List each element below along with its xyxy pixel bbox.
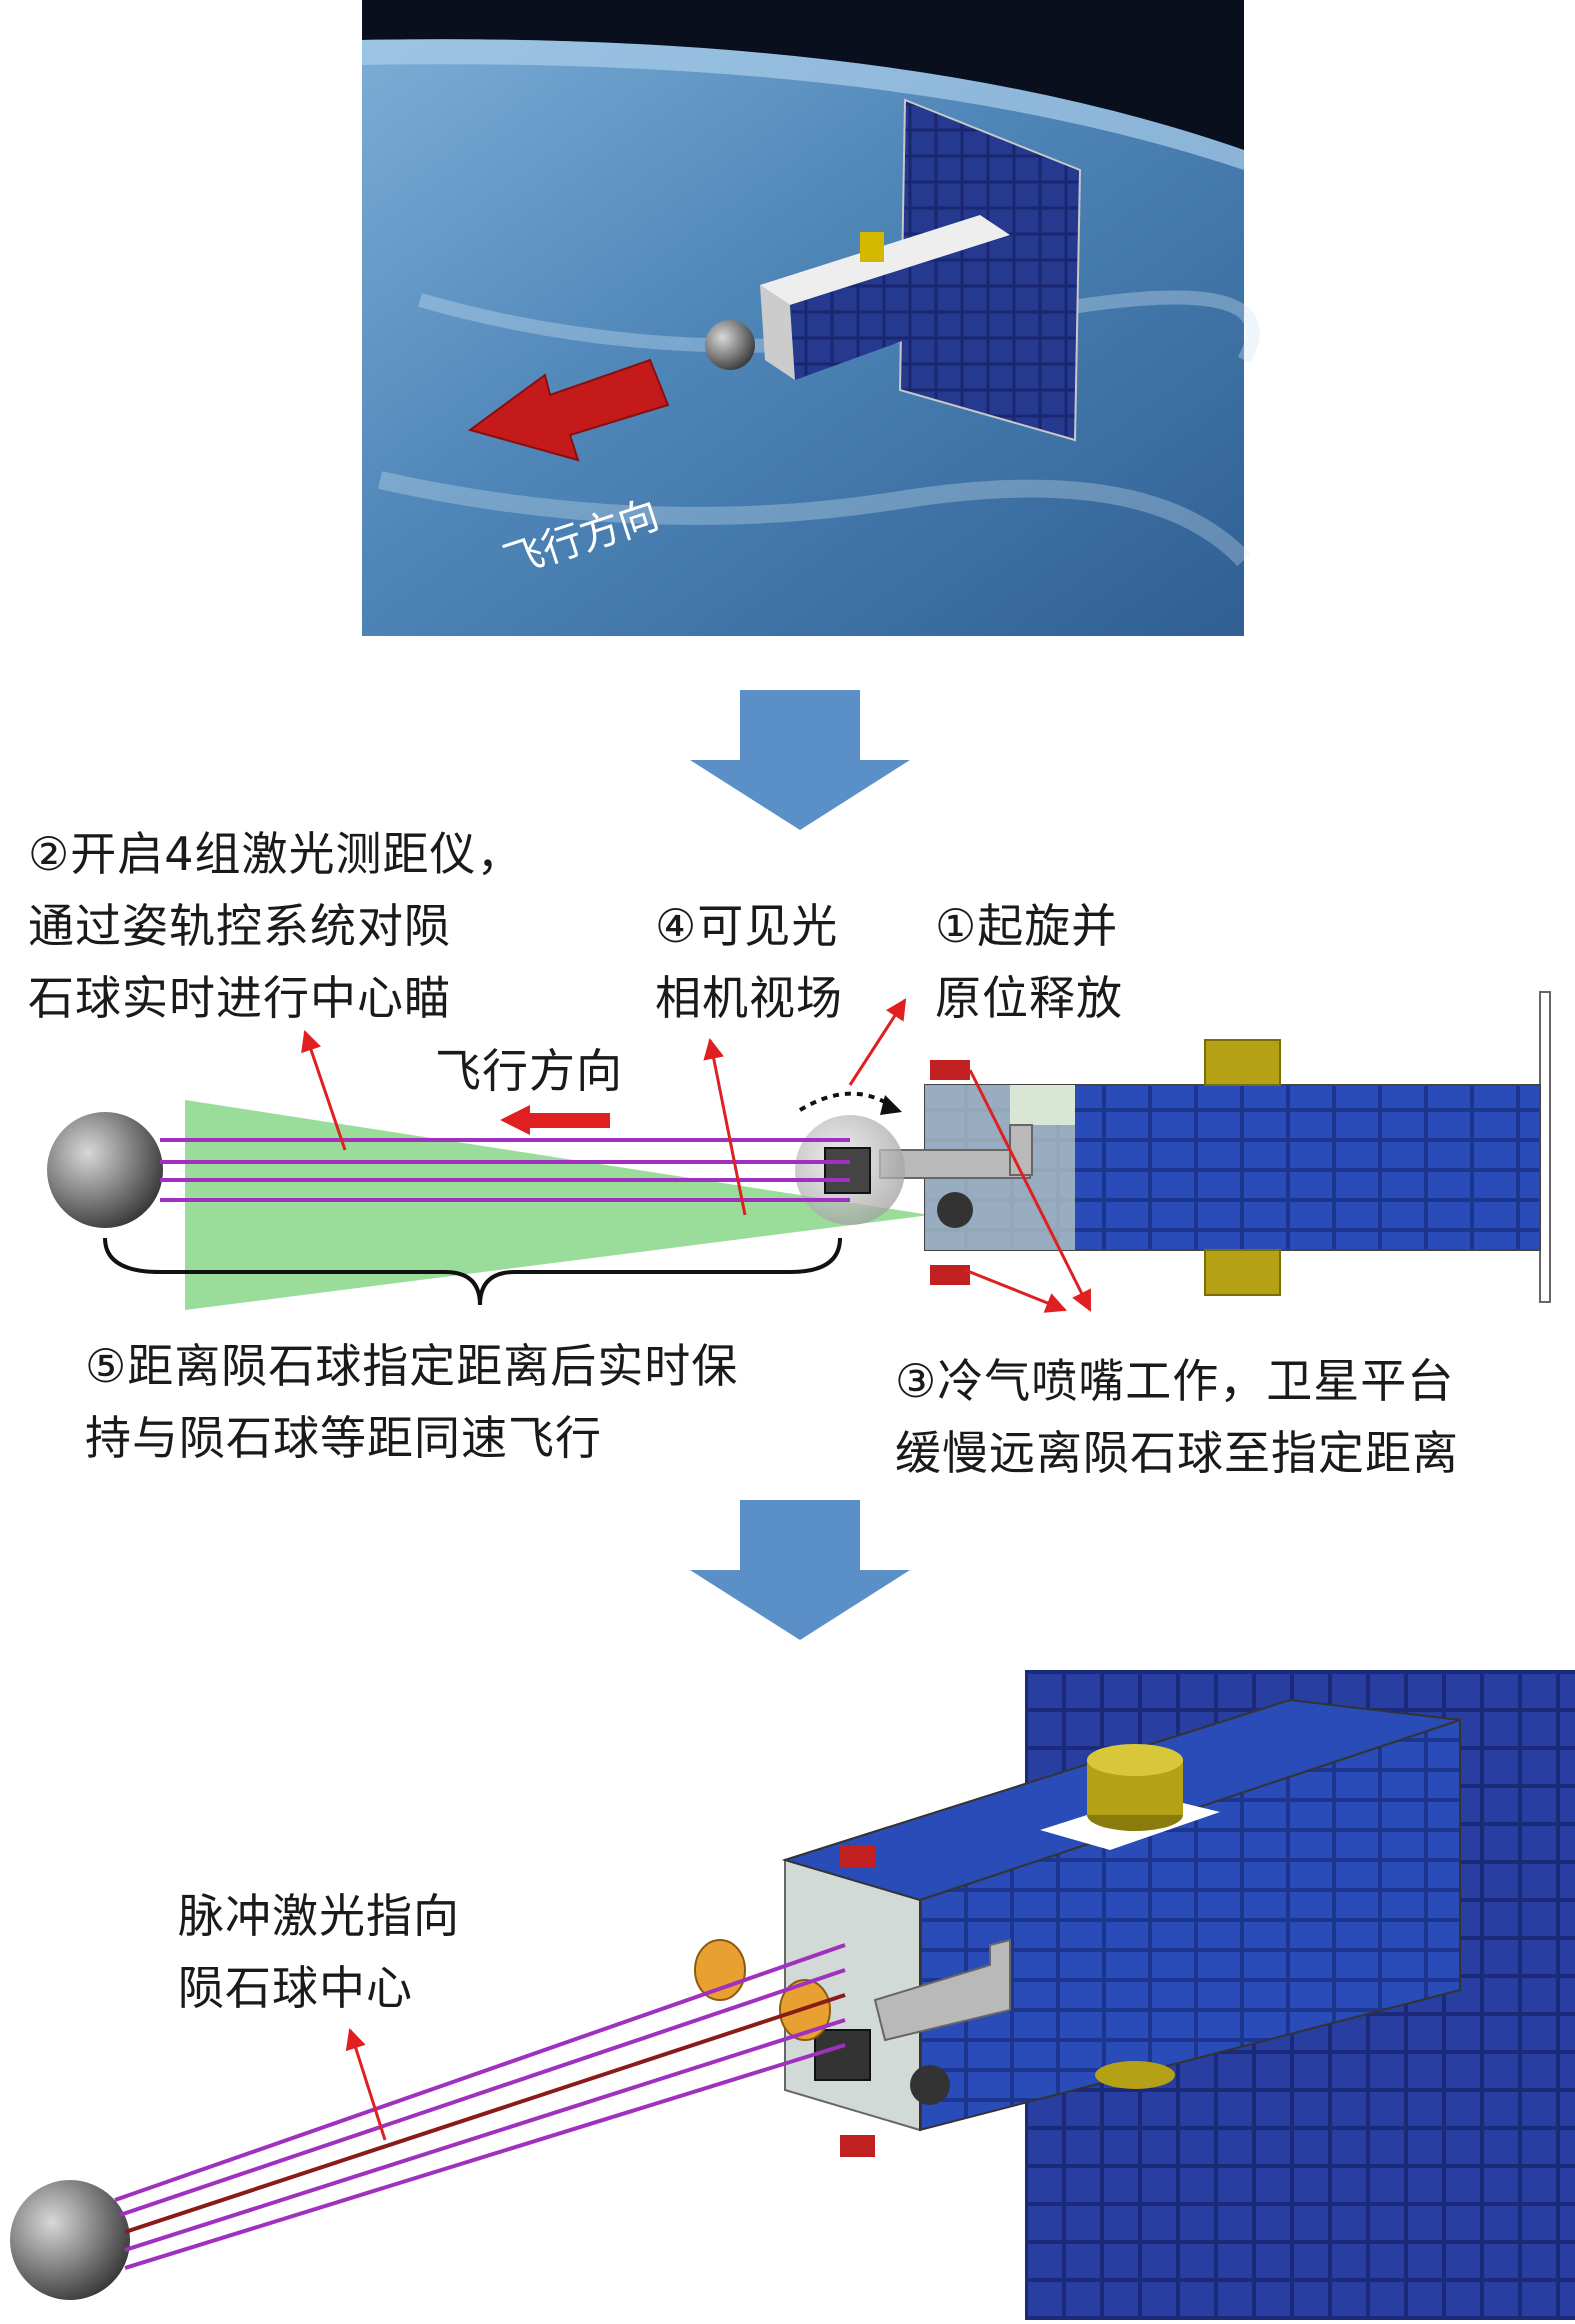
spin-arc [798,1091,892,1112]
label-2-line-1: ②开启4组激光测距仪， [28,827,524,881]
label-3-line-2: 缓慢远离陨石球至指定距离 [895,1426,1459,1480]
label-4-line-2: 相机视场 [655,971,843,1025]
pulse-label-line-2: 陨石球中心 [178,1961,413,2015]
label-spin-release: ①起旋并 原位释放 [935,890,1123,1034]
label-1-line-2: 原位释放 [935,971,1123,1025]
label-5-line-1: ⑤距离陨石球指定距离后实时保 [85,1339,739,1393]
panel3-diagram [10,1670,1575,2320]
flow-arrow-down-2 [690,1500,910,1640]
flow-arrow-down-1 [690,690,910,830]
label-5-line-2: 持与陨石球等距同速飞行 [85,1411,602,1465]
panel2-diagram [47,991,1551,1313]
pulse-label-line-1: 脉冲激光指向 [178,1889,460,1943]
flight-direction-arrow-2 [500,1105,610,1135]
label-visible-camera: ④可见光 相机视场 [655,890,843,1034]
label-distance-keeping: ⑤距离陨石球指定距离后实时保 持与陨石球等距同速飞行 [85,1330,738,1474]
label-4-line-1: ④可见光 [655,899,839,953]
label-3-line-1: ③冷气喷嘴工作，卫星平台 [895,1354,1455,1408]
label-1-line-1: ①起旋并 [935,899,1119,953]
panel1-photo [362,0,1260,636]
label-2-line-3: 石球实时进行中心瞄 [28,971,451,1025]
label-laser-rangefinder: ②开启4组激光测距仪， 通过姿轨控系统对陨 石球实时进行中心瞄 [28,818,524,1034]
distance-brace [103,1237,842,1306]
pulse-laser-beams [114,1943,846,2270]
label-flight-direction: 飞行方向 [435,1044,623,1098]
meteorite-ball [47,1112,163,1228]
label-cold-gas-nozzle: ③冷气喷嘴工作，卫星平台 缓慢远离陨石球至指定距离 [895,1345,1459,1489]
camera-fov-cone [185,1100,930,1310]
label-pulse-laser: 脉冲激光指向 陨石球中心 [178,1880,460,2024]
annotation-arrows [301,998,1092,1313]
label-2-line-2: 通过姿轨控系统对陨 [28,899,451,953]
meteorite-ball-3 [10,2180,130,2300]
